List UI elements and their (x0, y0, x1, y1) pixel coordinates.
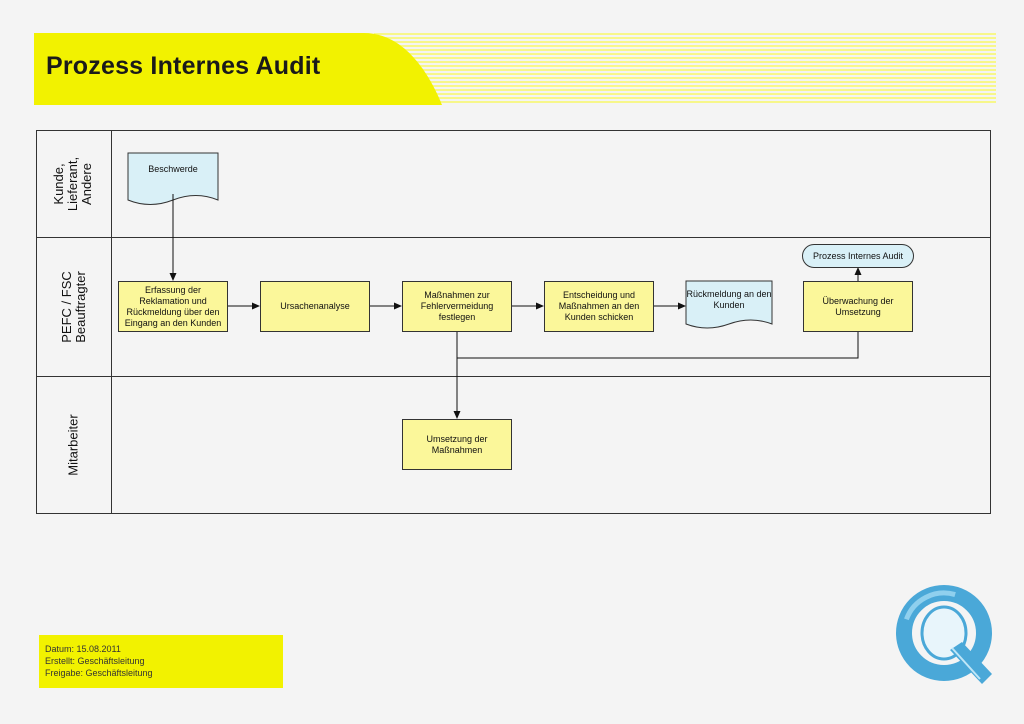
node-prozess-internes-audit: Prozess Internes Audit (802, 244, 914, 268)
rueckmeldung-document-shape (685, 280, 773, 329)
info-freigabe: Freigabe: Geschäftsleitung (45, 668, 153, 678)
lane-label-separator (111, 130, 112, 514)
node-massnahmen-text: Maßnahmen zur Fehlervermeidung festlegen (420, 290, 494, 322)
node-entscheidung-text: Entscheidung und Maßnahmen an den Kunden… (558, 290, 640, 322)
node-ursachenanalyse: Ursachenanalyse (260, 281, 370, 332)
q-logo-icon (896, 585, 992, 684)
line-branch-ueberwachung (457, 332, 859, 359)
node-ueberwachung: Überwachung der Umsetzung (803, 281, 913, 332)
node-beschwerde: Beschwerde (148, 164, 198, 174)
node-erfassung-text: Erfassung der Reklamation und Rückmeldun… (124, 284, 222, 328)
swimlane-frame (36, 130, 991, 514)
document-info-box: Datum: 15.08.2011 Erstellt: Geschäftslei… (39, 635, 283, 688)
node-umsetzung-text: Umsetzung der Maßnahmen (426, 433, 488, 455)
lane-separator (36, 237, 991, 238)
node-massnahmen-fehlervermeidung: Maßnahmen zur Fehlervermeidung festlegen (402, 281, 512, 332)
node-umsetzung: Umsetzung der Maßnahmen (402, 419, 512, 470)
lane-separator (36, 376, 991, 377)
title-banner (34, 33, 996, 105)
page-title: Prozess Internes Audit (46, 52, 321, 80)
node-erfassung: Erfassung der Reklamation und Rückmeldun… (118, 281, 228, 332)
info-erstellt: Erstellt: Geschäftsleitung (45, 656, 145, 666)
node-ursachenanalyse-text: Ursachenanalyse (280, 301, 350, 311)
info-datum: Datum: 15.08.2011 (45, 644, 121, 654)
banner-graphic (34, 33, 996, 105)
node-ueberwachung-text: Überwachung der Umsetzung (822, 295, 894, 317)
node-rueckmeldung: Rückmeldung an den Kunden (686, 289, 772, 310)
node-entscheidung: Entscheidung und Maßnahmen an den Kunden… (544, 281, 654, 332)
